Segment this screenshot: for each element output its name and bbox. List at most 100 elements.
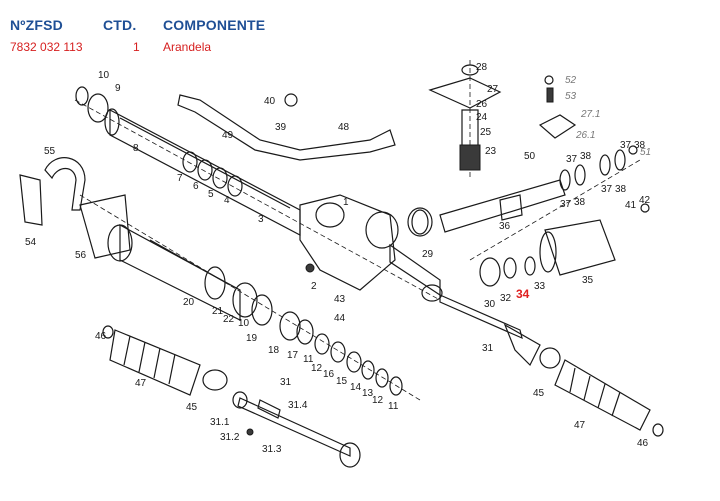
callout-31: 31 — [482, 343, 494, 354]
callout-32: 32 — [500, 293, 512, 304]
bushing-drawing — [305, 263, 315, 273]
callout-2: 2 — [311, 281, 317, 292]
callout-26: 26 — [476, 99, 488, 110]
callout-31-3: 31.3 — [262, 444, 282, 455]
callout-29: 29 — [422, 249, 434, 260]
clip-drawing — [202, 369, 228, 391]
fitting-drawing — [640, 203, 650, 213]
column-header-component: COMPONENTE — [163, 17, 266, 33]
callout-11b: 11 — [388, 401, 399, 412]
callout-7: 7 — [177, 173, 183, 184]
support-bracket-drawing — [177, 94, 396, 161]
callout-28: 28 — [476, 62, 488, 73]
row-quantity: 1 — [133, 40, 140, 54]
callout-52: 52 — [565, 75, 577, 86]
callout-30: 30 — [484, 299, 496, 310]
callout-26-1: 26.1 — [575, 130, 595, 141]
nut-drawing — [544, 75, 554, 85]
callout-27: 27 — [487, 84, 499, 95]
callout-38c: 38 — [634, 140, 646, 151]
callout-55: 55 — [44, 146, 56, 157]
callout-50: 50 — [524, 151, 536, 162]
callout-12b: 12 — [372, 395, 384, 406]
callout-34-highlighted: 34 — [516, 287, 530, 301]
callout-35: 35 — [582, 275, 594, 286]
callout-27-1: 27.1 — [580, 109, 600, 120]
callout-39: 39 — [275, 122, 287, 133]
callout-1: 1 — [343, 197, 349, 208]
callout-53: 53 — [565, 91, 577, 102]
callout-31-2: 31.2 — [220, 432, 240, 443]
callout-38d: 38 — [615, 184, 627, 195]
cylinder-drawing — [79, 194, 273, 326]
boot-left-drawing — [109, 329, 201, 396]
clamp-drawing — [19, 157, 86, 226]
lower-rings-drawing — [279, 311, 403, 396]
callout-31-1: 31.1 — [210, 417, 230, 428]
clip-small-right-drawing — [652, 423, 664, 437]
callout-31-4: 31.4 — [288, 400, 308, 411]
callout-14: 14 — [350, 382, 362, 393]
callout-38b: 38 — [574, 197, 586, 208]
row-part-number: 7832 032 113 — [10, 40, 83, 54]
tie-rod-right-drawing — [421, 284, 561, 369]
callout-45b: 45 — [533, 388, 545, 399]
boot-right-drawing — [554, 359, 651, 431]
callout-6: 6 — [193, 181, 199, 192]
callout-47: 47 — [135, 378, 147, 389]
callout-5: 5 — [208, 189, 214, 200]
callout-19: 19 — [246, 333, 258, 344]
clip-small-drawing — [102, 325, 114, 339]
cover-plate-drawing — [538, 114, 577, 139]
callout-12: 12 — [311, 363, 323, 374]
callout-44: 44 — [334, 313, 346, 324]
callout-40: 40 — [264, 96, 276, 107]
tie-rod-left-drawing — [232, 391, 361, 468]
callout-4: 4 — [224, 195, 230, 206]
callout-9: 9 — [115, 83, 121, 94]
callout-31b: 31 — [280, 377, 292, 388]
seal-rings-drawing — [559, 149, 626, 191]
callout-11: 11 — [303, 354, 314, 365]
callout-10: 10 — [98, 70, 110, 81]
callout-22: 22 — [223, 314, 235, 325]
connector-drawing — [628, 145, 638, 155]
row-component: Arandela — [163, 40, 212, 54]
callout-37b: 37 — [560, 199, 572, 210]
callout-42: 42 — [639, 195, 651, 206]
valve-cover-drawing — [428, 64, 502, 171]
callout-47b: 47 — [574, 420, 586, 431]
bolt-head-drawing — [284, 93, 298, 107]
upper-rings-drawing — [182, 151, 243, 197]
callout-25: 25 — [480, 127, 492, 138]
callout-13: 13 — [362, 388, 374, 399]
callout-54: 54 — [25, 237, 37, 248]
rack-housing-drawing — [75, 86, 441, 297]
callout-16: 16 — [323, 369, 335, 380]
column-header-quantity: CTD. — [103, 17, 137, 33]
callout-37a: 37 — [566, 154, 578, 165]
callout-56: 56 — [75, 250, 87, 261]
callout-8: 8 — [133, 143, 139, 154]
callout-23: 23 — [485, 146, 497, 157]
pinion-drawing — [411, 179, 566, 235]
callout-49: 49 — [222, 130, 234, 141]
callout-36: 36 — [499, 221, 511, 232]
callout-18: 18 — [268, 345, 280, 356]
callout-37d: 37 — [601, 184, 613, 195]
callout-43: 43 — [334, 294, 346, 305]
callout-21: 21 — [212, 306, 224, 317]
callout-45: 45 — [186, 402, 198, 413]
callout-37c: 37 — [620, 140, 632, 151]
callout-48: 48 — [338, 122, 350, 133]
callout-17: 17 — [287, 350, 299, 361]
callout-38a: 38 — [580, 151, 592, 162]
assembly-axis-valve — [469, 159, 641, 261]
pin-drawing — [546, 87, 554, 103]
callout-41: 41 — [625, 200, 637, 211]
valve-housing-drawing — [479, 219, 616, 287]
column-header-part-number: NºZFSD — [10, 17, 63, 33]
callout-33: 33 — [534, 281, 546, 292]
callout-46b: 46 — [637, 438, 649, 449]
